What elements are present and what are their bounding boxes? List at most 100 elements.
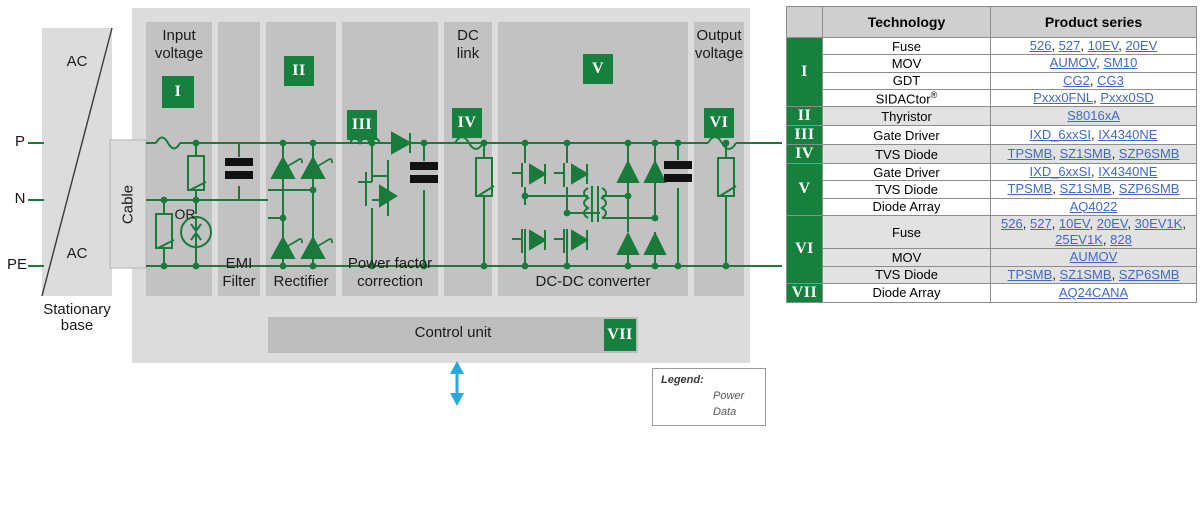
table-header-row: Technology Product series xyxy=(786,6,1197,38)
product-link[interactable]: IXD_6xxSI xyxy=(1029,164,1091,180)
stage-pfc-label-2: correction xyxy=(357,273,423,290)
marker-roman-ii[interactable]: II xyxy=(284,56,314,86)
product-link[interactable]: 526 xyxy=(1029,38,1052,53)
header-technology: Technology xyxy=(822,6,991,38)
technology-cell: TVS Diode xyxy=(822,180,991,199)
group-marker-i[interactable]: I xyxy=(786,36,823,108)
product-series-cell: 526, 527, 10EV, 20EV, 30EV1K, 25EV1K, 82… xyxy=(990,214,1197,250)
header-marker xyxy=(786,6,823,38)
marker-roman-i[interactable]: I xyxy=(162,76,194,108)
product-link[interactable]: IX4340NE xyxy=(1098,126,1158,142)
product-link[interactable]: 10EV xyxy=(1087,38,1119,53)
product-link[interactable]: CG3 xyxy=(1097,72,1124,88)
legend-box: Legend: Power Data xyxy=(652,368,766,426)
product-link[interactable]: TPSMB xyxy=(1007,266,1053,282)
stage-pfc-label-1: Power factor xyxy=(347,255,433,272)
or-label: OR xyxy=(174,206,196,222)
header-product-series: Product series xyxy=(990,6,1197,38)
product-link[interactable]: 527 xyxy=(1029,215,1052,231)
product-link[interactable]: SZ1SMB xyxy=(1059,145,1112,161)
control-unit-label: Control unit xyxy=(414,324,492,341)
stage-emi-label-1: EMI xyxy=(225,255,253,272)
technology-cell: TVS Diode xyxy=(822,144,991,165)
technology-cell: Gate Driver xyxy=(822,163,991,182)
marker-roman-vi[interactable]: VI xyxy=(704,108,734,138)
technology-cell: TVS Diode xyxy=(822,265,991,284)
product-link[interactable]: 25EV1K xyxy=(1055,232,1103,248)
product-link[interactable]: 527 xyxy=(1058,38,1081,53)
product-link[interactable]: AQ4022 xyxy=(1069,198,1118,214)
product-link[interactable]: Pxxx0SD xyxy=(1100,89,1154,105)
product-link[interactable]: AUMOV xyxy=(1049,55,1097,71)
product-link[interactable]: IX4340NE xyxy=(1098,164,1158,180)
product-series-cell: TPSMB, SZ1SMB, SZP6SMB xyxy=(990,265,1197,284)
technology-cell: Fuse xyxy=(822,36,991,56)
technology-cell: GDT xyxy=(822,71,991,90)
product-link[interactable]: CG2 xyxy=(1063,72,1090,88)
group-marker-iv[interactable]: IV xyxy=(786,144,823,165)
product-link[interactable]: TPSMB xyxy=(1007,145,1053,161)
marker-roman-iv[interactable]: IV xyxy=(452,108,482,138)
source-label-p: P xyxy=(14,133,25,150)
technology-cell: Thyristor xyxy=(822,106,991,127)
group-marker-iii[interactable]: III xyxy=(786,125,823,146)
stationary-base-caption-1: Stationary xyxy=(43,301,111,318)
technology-cell: SIDACtor® xyxy=(822,88,991,108)
product-link[interactable]: SZP6SMB xyxy=(1118,266,1180,282)
technology-cell: MOV xyxy=(822,248,991,267)
stationary-base-ac-bottom: AC xyxy=(66,245,88,262)
group-marker-ii[interactable]: II xyxy=(786,106,823,127)
product-link[interactable]: 20EV xyxy=(1125,38,1158,53)
stationary-base-caption-2: base xyxy=(60,317,94,334)
product-link[interactable]: 526 xyxy=(1001,215,1023,231)
product-link[interactable]: Pxxx0FNL xyxy=(1033,89,1094,105)
product-link[interactable]: S8016xA xyxy=(1067,107,1120,123)
group-marker-v[interactable]: V xyxy=(786,163,823,216)
group-marker-vii[interactable]: VII xyxy=(786,282,823,303)
product-link[interactable]: TPSMB xyxy=(1007,181,1053,197)
table-row: MOV AUMOV xyxy=(787,248,1197,267)
product-link[interactable]: AUMOV xyxy=(1069,249,1118,265)
product-link[interactable]: SZP6SMB xyxy=(1118,145,1180,161)
technology-cell: Diode Array xyxy=(822,282,991,303)
technology-cell: Fuse xyxy=(822,214,991,250)
product-link[interactable]: 30EV1K xyxy=(1134,215,1183,231)
product-series-cell: TPSMB, SZ1SMB, SZP6SMB xyxy=(990,180,1197,199)
product-link[interactable]: 20EV xyxy=(1096,215,1128,231)
stage-emi-label-2: Filter xyxy=(222,273,256,290)
group-marker-vi[interactable]: VI xyxy=(786,214,823,284)
product-series-cell: 526, 527, 10EV, 20EV xyxy=(990,36,1197,56)
product-series-cell: AQ4022 xyxy=(990,197,1197,216)
diagram-canvas xyxy=(28,8,782,420)
product-link[interactable]: IXD_6xxSI xyxy=(1029,126,1091,142)
product-link[interactable]: SM10 xyxy=(1103,55,1138,71)
marker-roman-v[interactable]: V xyxy=(583,54,613,84)
product-link[interactable]: AQ24CANA xyxy=(1058,284,1129,300)
product-link[interactable]: SZ1SMB xyxy=(1059,266,1112,282)
product-link[interactable]: SZ1SMB xyxy=(1059,181,1112,197)
product-link[interactable]: SZP6SMB xyxy=(1118,181,1180,197)
product-link[interactable]: 828 xyxy=(1110,232,1132,248)
marker-roman-vii[interactable]: VII xyxy=(604,319,636,351)
product-link[interactable]: 10EV xyxy=(1058,215,1090,231)
product-series-cell: IXD_6xxSI, IX4340NE xyxy=(990,125,1197,146)
stage-dclink-title-1: DC xyxy=(457,27,479,44)
source-label-pe: PE xyxy=(6,256,27,273)
product-series-cell: IXD_6xxSI, IX4340NE xyxy=(990,163,1197,182)
marker-roman-iii[interactable]: III xyxy=(347,110,377,140)
product-series-cell: CG2, CG3 xyxy=(990,71,1197,90)
